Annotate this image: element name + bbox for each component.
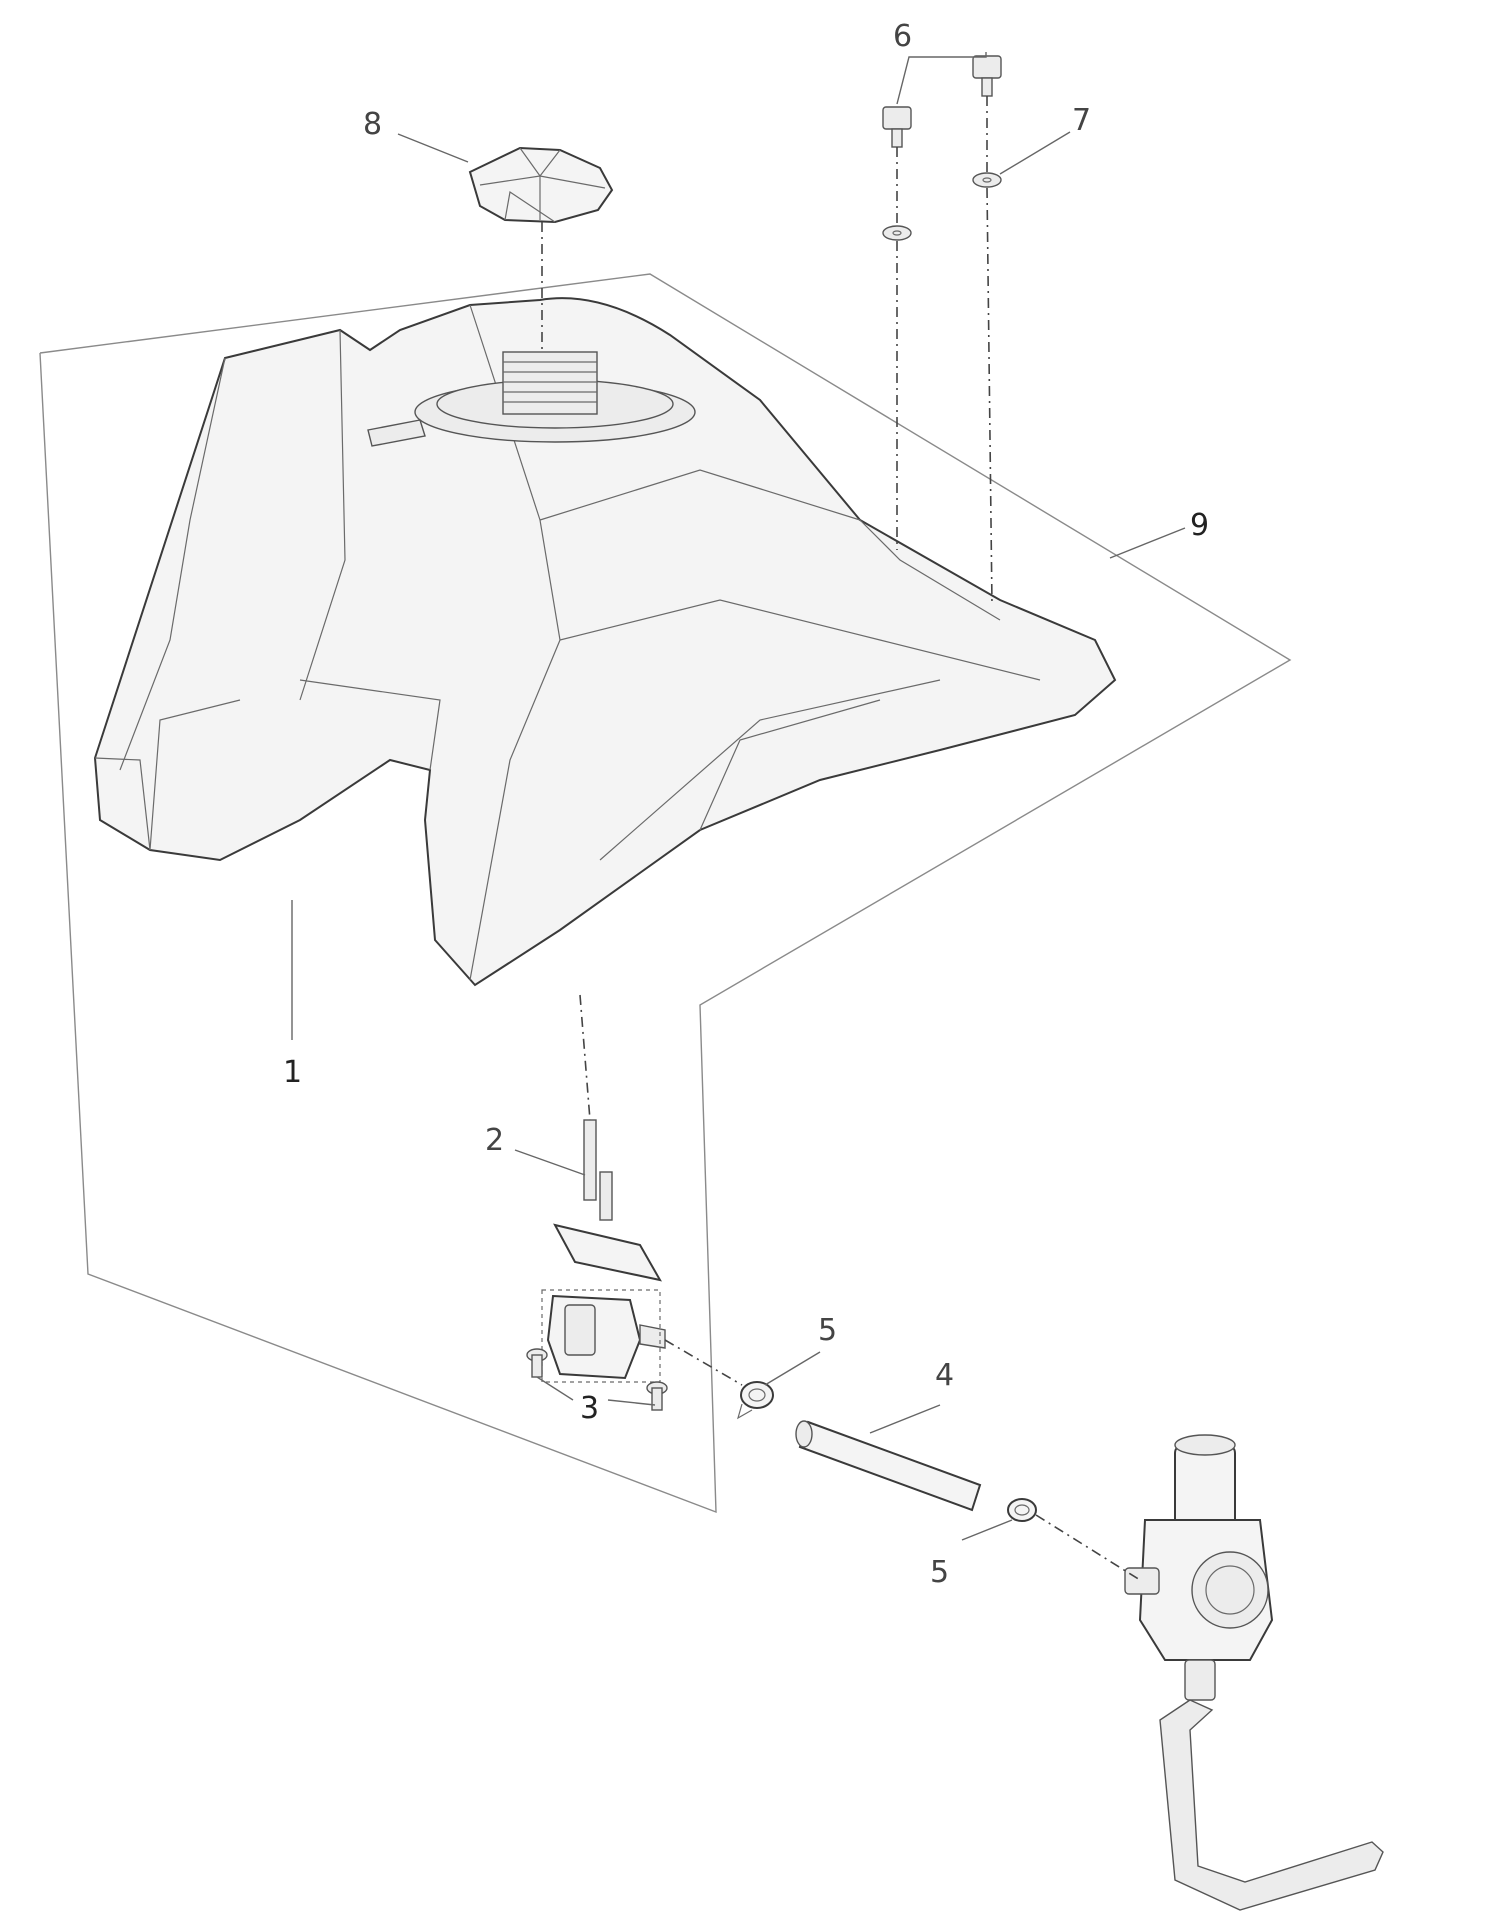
callout-8: 8 xyxy=(363,107,382,142)
assembly-centerlines xyxy=(541,96,1141,1581)
fuel-hose[interactable] xyxy=(795,1420,982,1512)
fuel-cock[interactable] xyxy=(541,1119,666,1383)
callout-9: 9 xyxy=(1190,508,1209,543)
washer-left[interactable] xyxy=(882,225,912,241)
callout-3: 3 xyxy=(580,1391,599,1426)
washer-right[interactable] xyxy=(972,172,1002,188)
hose-clip-lower[interactable] xyxy=(1007,1498,1037,1522)
callout-4: 4 xyxy=(935,1358,954,1393)
hose-clip-upper[interactable] xyxy=(737,1381,774,1420)
screw-left[interactable] xyxy=(526,1348,548,1378)
callout-5-upper: 5 xyxy=(818,1313,837,1348)
mounting-bolt-right[interactable] xyxy=(972,55,1002,97)
callout-1: 1 xyxy=(283,1055,302,1090)
callouts: 1 2 3 4 5 5 6 7 8 9 xyxy=(283,19,1209,1590)
leader-lines xyxy=(291,52,1186,1541)
fuel-tank[interactable] xyxy=(93,297,1117,987)
fuel-cap[interactable] xyxy=(468,146,614,224)
assembly-outline xyxy=(39,273,1292,1514)
callout-5-lower: 5 xyxy=(930,1555,949,1590)
callout-7: 7 xyxy=(1072,103,1091,138)
carburetor xyxy=(1124,1434,1384,1911)
callout-2: 2 xyxy=(485,1123,504,1158)
mounting-bolt-left[interactable] xyxy=(882,106,912,148)
callout-6: 6 xyxy=(893,19,912,54)
screw-right[interactable] xyxy=(646,1381,668,1411)
